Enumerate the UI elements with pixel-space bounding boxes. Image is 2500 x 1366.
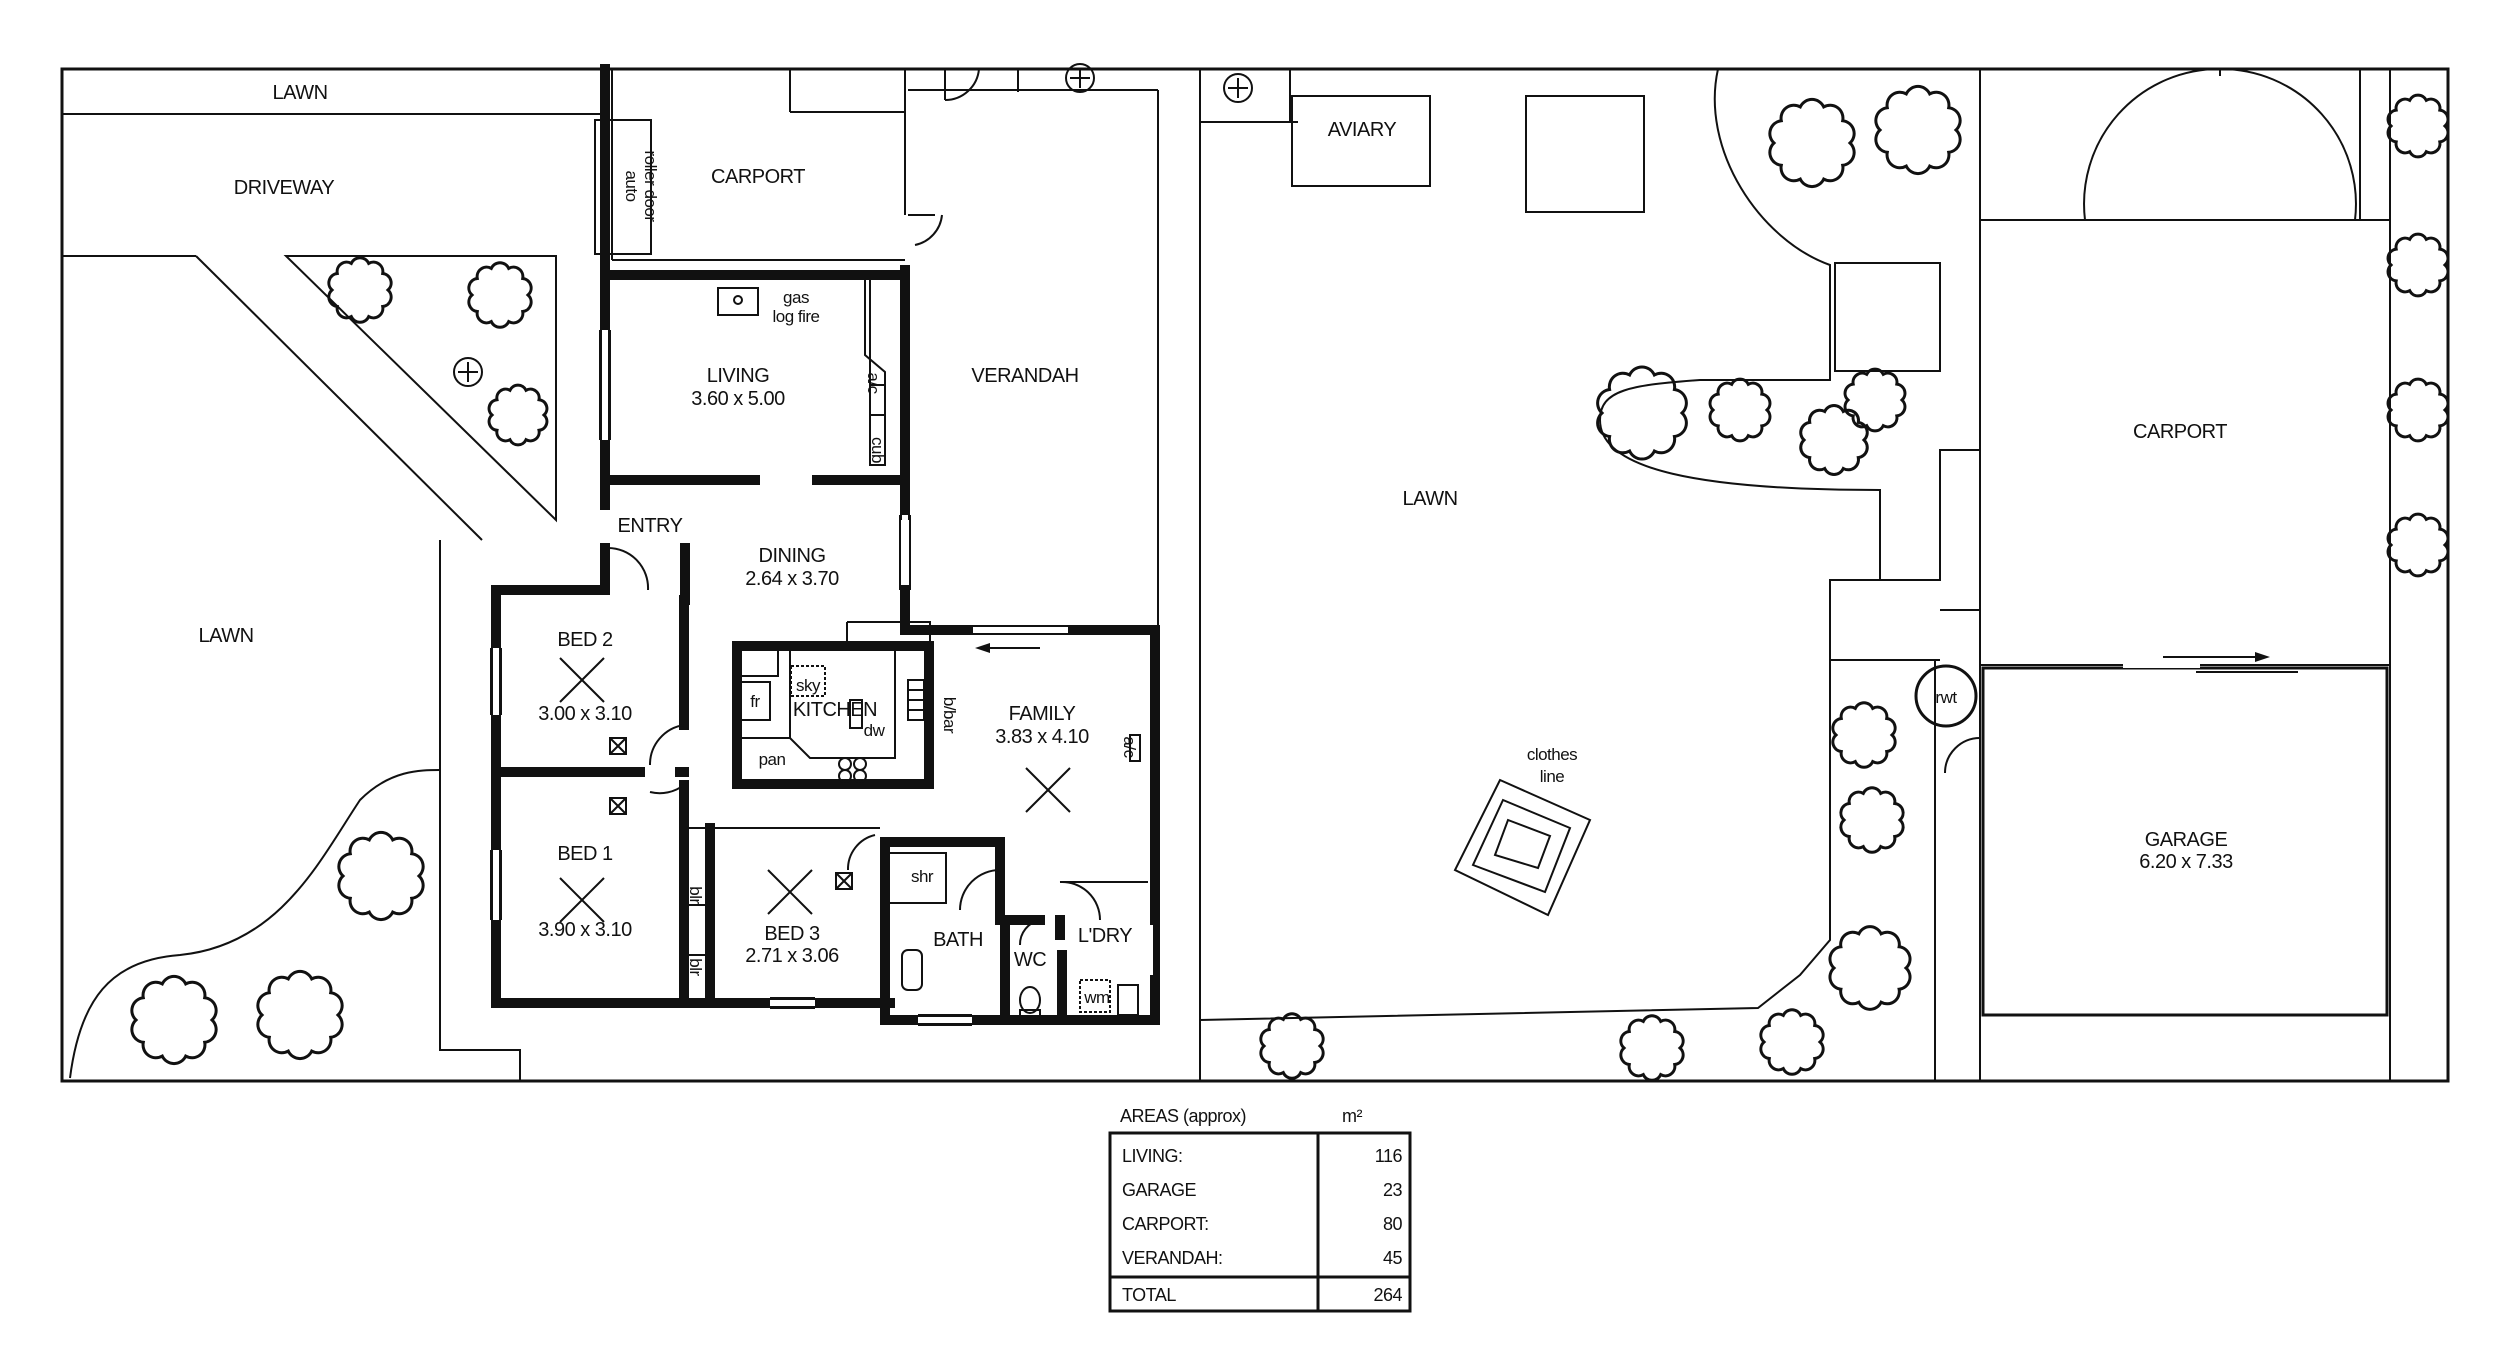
fridge-label: fr — [750, 692, 760, 711]
areas-row-value: 116 — [1375, 1146, 1403, 1166]
tree-icon — [337, 830, 425, 922]
family-dims: 3.83 x 4.10 — [995, 726, 1089, 748]
tree-icon — [327, 256, 393, 324]
areas-total-label: TOTAL — [1122, 1285, 1176, 1305]
bed3-label: BED 3 — [764, 923, 820, 945]
bed1-dims: 3.90 x 3.10 — [538, 919, 632, 941]
ceiling-fans — [559, 657, 1071, 923]
garage-dims: 6.20 x 7.33 — [2139, 851, 2233, 873]
pantry-label: pan — [759, 750, 786, 769]
room-labels: CARPORT LIVING 3.60 x 5.00 gas log fire … — [538, 166, 2233, 1007]
shrub-icons — [453, 63, 1253, 387]
tree-icon — [467, 261, 533, 329]
verandah-label: VERANDAH — [971, 365, 1078, 387]
tree-icon — [1619, 1014, 1685, 1082]
tree-icon — [2386, 232, 2450, 298]
lawn-top-label: LAWN — [272, 82, 327, 104]
clothes-line-icon — [1453, 778, 1592, 917]
tree-icon — [1831, 701, 1897, 769]
outdoor-labels: LAWN DRIVEWAY LAWN LAWN AVIARY clothes l… — [198, 82, 1957, 786]
driveway-label: DRIVEWAY — [234, 177, 335, 199]
wc-label: WC — [1014, 949, 1046, 971]
gas-label: gas — [783, 288, 809, 307]
vent-markers — [609, 737, 853, 890]
areas-row-label: CARPORT: — [1122, 1214, 1209, 1234]
carport-rear-label: CARPORT — [2133, 421, 2227, 443]
entry-label: ENTRY — [618, 515, 683, 537]
tree-icon — [130, 974, 218, 1066]
aviary-label: AVIARY — [1328, 119, 1397, 141]
roller-door-label: roller door — [641, 150, 660, 222]
laundry-label: L'DRY — [1078, 925, 1132, 947]
tree-icon — [487, 383, 549, 447]
areas-row-label: VERANDAH: — [1122, 1248, 1223, 1268]
living-ac-label: a/c — [864, 372, 883, 394]
tree-icon — [1759, 1008, 1825, 1076]
kitchen-label: KITCHEN — [793, 699, 877, 721]
trees — [130, 84, 2450, 1082]
log-fire-label: log fire — [772, 307, 819, 326]
garage-label: GARAGE — [2145, 829, 2228, 851]
living-dims: 3.60 x 5.00 — [691, 388, 785, 410]
bath-label: BATH — [933, 929, 983, 951]
tree-icon — [2386, 93, 2450, 159]
breakfast-bar-label: b/bar — [940, 697, 959, 734]
tree-icon — [1799, 404, 1869, 476]
bed1-label: BED 1 — [557, 843, 613, 865]
tree-icon — [256, 969, 344, 1061]
lawn-center-label: LAWN — [1402, 488, 1457, 510]
bed2-dims: 3.00 x 3.10 — [538, 703, 632, 725]
tree-icon — [1708, 377, 1772, 443]
auto-label: auto — [622, 170, 641, 201]
areas-unit: m² — [1342, 1106, 1362, 1126]
washing-machine-label: wm — [1083, 988, 1110, 1007]
areas-total-value: 264 — [1373, 1285, 1402, 1305]
clothes-line-label-1: clothes — [1527, 745, 1577, 764]
tree-icon — [2386, 377, 2450, 443]
areas-row-value: 45 — [1383, 1248, 1403, 1268]
bed3-dims: 2.71 x 3.06 — [745, 945, 839, 967]
tree-icon — [2386, 512, 2450, 578]
house-walls — [490, 64, 1160, 1026]
tree-icon — [1828, 925, 1912, 1011]
clothes-line-label-2: line — [1540, 767, 1565, 786]
family-ac-label: a/c — [1120, 736, 1139, 758]
living-label: LIVING — [707, 365, 770, 387]
tree-icon — [1596, 365, 1688, 461]
living-cub-label: cub — [868, 437, 887, 463]
areas-row-value: 80 — [1383, 1214, 1403, 1234]
site-lines — [60, 67, 2450, 1083]
skylight-label: sky — [796, 676, 821, 695]
areas-heading: AREAS (approx) — [1120, 1106, 1246, 1126]
blr-label-1: blr — [686, 886, 705, 904]
tree-icon — [1259, 1012, 1325, 1080]
shower-label: shr — [911, 867, 934, 886]
dining-dims: 2.64 x 3.70 — [745, 568, 839, 590]
areas-row-value: 23 — [1383, 1180, 1403, 1200]
rainwater-tank-icon — [1914, 664, 1978, 728]
dining-label: DINING — [759, 545, 826, 567]
tree-icon — [1843, 367, 1907, 433]
areas-row-label: LIVING: — [1122, 1146, 1183, 1166]
tree-icon — [1874, 84, 1962, 176]
family-label: FAMILY — [1009, 703, 1076, 725]
rwt-label: rwt — [1935, 688, 1957, 707]
bed2-label: BED 2 — [557, 629, 613, 651]
dishwasher-label: dw — [864, 721, 886, 740]
carport-front-label: CARPORT — [711, 166, 805, 188]
tree-icon — [1839, 786, 1905, 854]
blr-label-2: blr — [686, 958, 705, 976]
lawn-left-label: LAWN — [198, 625, 253, 647]
areas-row-label: GARAGE — [1122, 1180, 1197, 1200]
tree-icon — [1768, 97, 1856, 189]
